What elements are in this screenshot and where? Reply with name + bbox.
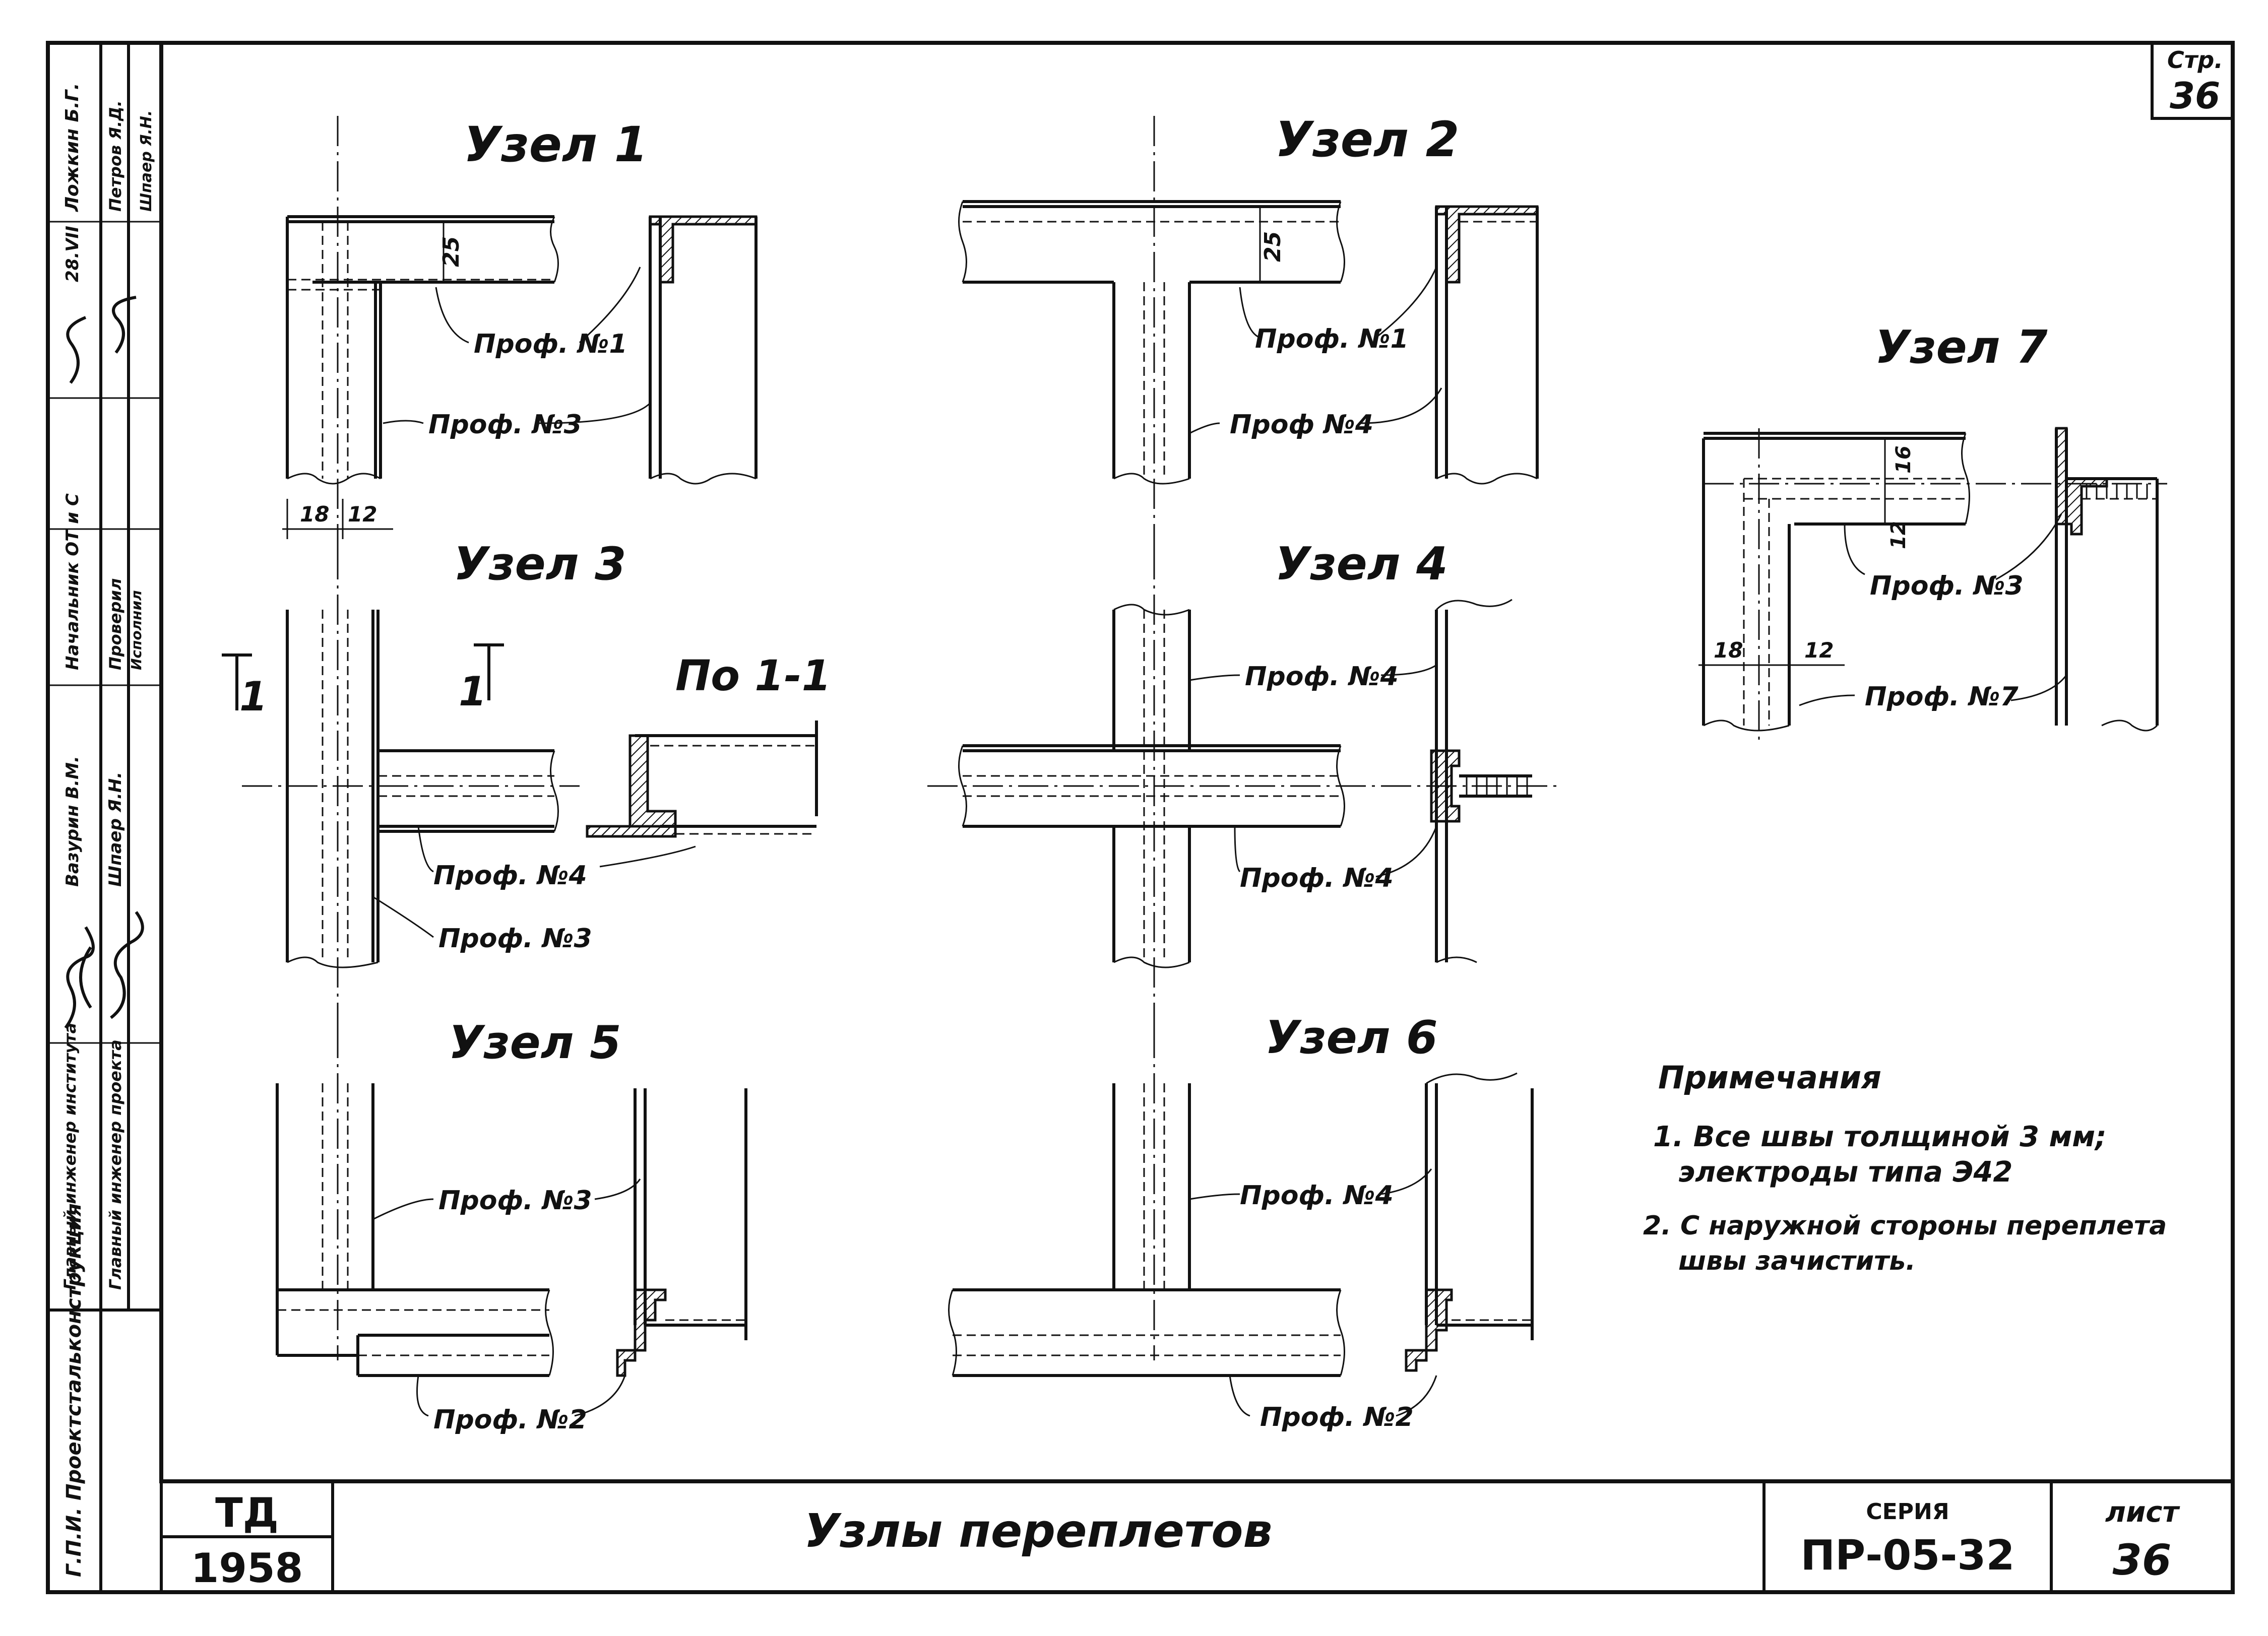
signature-2 — [110, 911, 144, 1019]
stamp-name-5: Шпаер Я.Н. — [138, 110, 155, 212]
node-7-dim-12: 12 — [1804, 638, 1834, 663]
signature-3 — [66, 296, 137, 384]
node-7: Узел 7 16 12 18 12 Проф. №3 Проф. №7 — [1698, 321, 2167, 746]
stamp-role-1: Главный инженер института — [60, 1023, 80, 1290]
node-1-dim-18: 18 — [300, 502, 329, 527]
node-3: Узел 3 1 1 По 1-1 Проф. №4 Проф. №3 — [222, 538, 831, 1028]
stamp-name-2: Петров Я.Д. — [106, 100, 125, 212]
stamp-role-2: Главный инженер проекта — [106, 1039, 125, 1290]
signature-1 — [64, 926, 95, 1029]
title-block: ТД 1958 Узлы переплетов СЕРИЯ ПР-05-32 л… — [160, 1481, 2180, 1592]
node-7-dim-18: 18 — [1714, 638, 1743, 663]
stamp-role-4: Проверил — [106, 578, 125, 670]
node-6: Узел 6 Проф. №4 Проф. №2 — [948, 1011, 1534, 1432]
node-3-mark-right: 1 — [459, 668, 487, 715]
node-7-label-prof3: Проф. №3 — [1870, 571, 2024, 601]
node-1: Узел 1 25 18 12 Проф. №1 Проф. №3 — [282, 116, 758, 549]
page-number-box: Стр. 36 — [2151, 43, 2233, 120]
node-2-label-prof4: Проф №4 — [1230, 410, 1373, 440]
stamp-name-4: Шпаер Я.Н. — [105, 772, 125, 887]
note-line-1: 1. Все швы толщиной 3 мм; — [1653, 1121, 2107, 1153]
stamp-role-5: Исполнил — [128, 590, 145, 670]
node-6-title: Узел 6 — [1265, 1011, 1438, 1064]
series-label: СЕРИЯ — [1866, 1499, 1949, 1525]
stamp-org: Г.П.И. Проектстальконструкция — [62, 1203, 86, 1577]
node-7-dim-12-vert: 12 — [1887, 521, 1910, 549]
node-5-label-prof2: Проф. №2 — [433, 1405, 587, 1435]
page-number: 36 — [2170, 75, 2220, 117]
sheet-label: лист — [2105, 1496, 2180, 1529]
node-4: Узел 4 Проф. №4 Проф. №4 — [927, 538, 1557, 1028]
node-5-title: Узел 5 — [449, 1016, 621, 1069]
side-stamp: Г.П.И. Проектстальконструкция Главный ин… — [48, 43, 161, 1592]
node-1-label-prof1: Проф. №1 — [474, 329, 627, 359]
node-6-label-prof2: Проф. №2 — [1260, 1402, 1414, 1432]
node-3-label-prof3: Проф. №3 — [438, 924, 592, 954]
node-1-dim-25: 25 — [438, 236, 464, 267]
page-number-label: Стр. — [2167, 46, 2223, 74]
node-7-title: Узел 7 — [1875, 321, 2048, 374]
stamp-name-1: Ложкин Б.Г. — [62, 83, 83, 212]
node-5-label-prof3: Проф. №3 — [438, 1186, 592, 1216]
stamp-role-3: Начальник ОТ и С — [62, 493, 83, 670]
sheet-title: Узлы переплетов — [804, 1504, 1272, 1558]
node-1-dim-12: 12 — [348, 502, 377, 527]
node-5: Узел 5 Проф. №3 Проф. №2 — [276, 1016, 747, 1435]
node-2-dim-25: 25 — [1260, 231, 1286, 262]
stamp-date: 28.VII — [62, 226, 83, 282]
logo: ТД — [215, 1489, 279, 1536]
node-2: Узел 2 25 Проф. №1 Проф №4 — [958, 111, 1539, 549]
node-1-title: Узел 1 — [464, 116, 648, 173]
sheet-number: 36 — [2113, 1535, 2172, 1585]
node-6-label-prof4: Проф. №4 — [1240, 1181, 1394, 1211]
node-1-label-prof3: Проф. №3 — [428, 410, 582, 440]
node-2-label-prof1: Проф. №1 — [1255, 324, 1409, 354]
node-4-title: Узел 4 — [1275, 538, 1448, 591]
series: ПР-05-32 — [1800, 1532, 2014, 1580]
note-line-3: 2. С наружной стороны переплета — [1643, 1211, 2167, 1241]
node-7-dim-16: 16 — [1892, 445, 1915, 474]
node-4-label-prof4-top: Проф. №4 — [1245, 662, 1399, 692]
year: 1958 — [191, 1545, 303, 1592]
inner-frame — [159, 41, 2235, 1483]
node-3-title: Узел 3 — [454, 538, 626, 591]
node-4-label-prof4-bottom: Проф. №4 — [1240, 863, 1394, 893]
stamp-name-3: Вазурин В.М. — [62, 756, 83, 887]
node-7-label-prof7: Проф. №7 — [1865, 682, 2019, 712]
notes: Примечания 1. Все швы толщиной 3 мм; эле… — [1643, 1059, 2167, 1276]
node-3-label-prof4: Проф. №4 — [433, 861, 587, 891]
node-3-section-title: По 1-1 — [675, 651, 831, 700]
outer-frame — [46, 41, 2235, 1594]
node-3-mark-left: 1 — [239, 673, 268, 720]
notes-heading: Примечания — [1658, 1059, 1881, 1096]
note-line-4: швы зачистить. — [1678, 1246, 1916, 1276]
node-2-title: Узел 2 — [1275, 111, 1459, 168]
note-line-2: электроды типа Э42 — [1678, 1156, 2012, 1189]
